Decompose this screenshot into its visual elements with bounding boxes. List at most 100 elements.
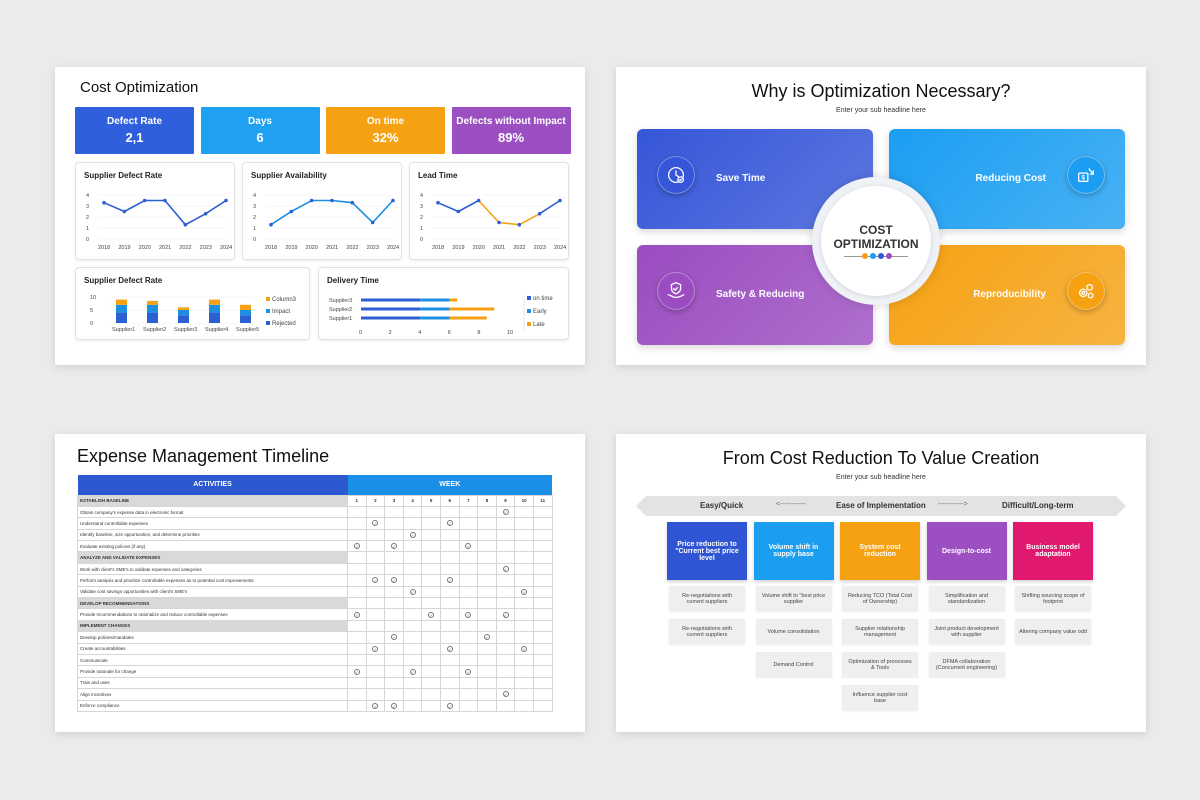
week-cell	[347, 562, 367, 576]
week-cell	[421, 517, 441, 530]
activity-row: Understand controllable expenses✓✓	[77, 517, 553, 530]
chart-title: Supplier Defect Rate	[84, 171, 163, 180]
activity-label: Enforce compliance	[77, 699, 348, 712]
week-cell	[514, 540, 534, 553]
strategy-item: Altering company value odd	[1015, 619, 1091, 644]
x-tick: 2021	[493, 245, 505, 251]
x-tick: 2022	[513, 245, 525, 251]
panel-label: Reproducibility	[973, 289, 1046, 300]
x-tick: Supplier2	[143, 327, 166, 333]
week-cell	[532, 608, 553, 621]
check-icon: ✓	[483, 634, 490, 641]
y-tick: 5	[90, 308, 93, 314]
data-point	[309, 198, 314, 203]
x-tick: Supplier1	[112, 327, 135, 333]
week-cell	[458, 642, 479, 655]
week-cell: ✓	[402, 528, 423, 542]
week-cell	[495, 551, 516, 564]
week-cell	[402, 505, 423, 519]
week-cell	[439, 505, 460, 519]
y-tick: 10	[90, 295, 96, 301]
gears-icon	[1067, 272, 1105, 310]
bar-segment	[116, 299, 127, 305]
week-number: 6	[439, 494, 460, 507]
section-row: DEVELOP RECOMMENDATIONS	[77, 596, 553, 610]
week-cell	[347, 551, 367, 564]
week-cell: ✓	[458, 608, 479, 621]
y-tick: 1	[420, 226, 423, 232]
bar-segment	[420, 316, 450, 320]
week-cell	[495, 631, 516, 644]
week-cell	[439, 551, 460, 564]
activity-label: Obtain company's expense data in electro…	[77, 505, 348, 519]
chart-title: Supplier Defect Rate	[84, 276, 163, 285]
strategy-item: Re-negotiations with current suppliers	[669, 586, 745, 611]
x-tick: 2024	[554, 245, 566, 251]
x-tick: 2020	[473, 245, 485, 251]
activities-header: ACTIVITIES	[77, 475, 348, 495]
check-icon: ✓	[409, 588, 416, 595]
week-number: 2	[365, 494, 386, 507]
week-cell	[495, 699, 516, 712]
week-cell	[384, 653, 404, 667]
week-cell	[532, 676, 553, 690]
week-cell	[384, 551, 404, 564]
data-point	[163, 198, 167, 203]
data-point	[436, 200, 440, 205]
slide-why-optimization[interactable]: Why is Optimization Necessary? Enter you…	[616, 67, 1146, 365]
legend-swatch	[266, 297, 270, 301]
week-cell	[402, 688, 423, 701]
week-cell	[495, 517, 516, 530]
week-cell	[365, 540, 386, 553]
arrow-right-dashes: ----------->	[938, 501, 968, 508]
week-cell: ✓	[495, 608, 516, 621]
series-line	[498, 221, 520, 226]
check-icon: ✓	[409, 531, 416, 538]
x-tick: 2020	[306, 245, 318, 251]
week-cell	[495, 665, 516, 678]
activity-label: Train and uses	[77, 676, 348, 690]
week-number: 7	[458, 494, 479, 507]
activity-row: Develop policies/mandates✓✓	[77, 631, 553, 644]
strategy-item: Reducing TCO (Total Cost of Ownership)	[842, 586, 918, 611]
center-label-line1: COST	[859, 223, 893, 237]
x-tick: 10	[507, 330, 513, 336]
series-line	[518, 212, 541, 226]
arrow-mid-label: Ease of Implementation	[836, 501, 926, 510]
y-tick: 0	[420, 237, 423, 243]
x-tick: Supplier5	[236, 327, 259, 333]
week-cell	[439, 528, 460, 542]
week-cell	[384, 528, 404, 542]
bar-segment	[449, 316, 487, 320]
panel-save-time[interactable]: Save Time	[637, 129, 873, 229]
week-cell	[347, 505, 367, 519]
week-cell	[458, 596, 479, 610]
week-cell	[384, 619, 404, 633]
week-number: 4	[402, 494, 423, 507]
bar-segment	[116, 312, 127, 323]
week-cell	[365, 608, 386, 621]
week-cell	[532, 562, 553, 576]
strategy-item: Supplier relationship management	[842, 619, 918, 644]
data-point	[517, 222, 522, 227]
week-cell: ✓	[495, 505, 516, 519]
week-cell	[384, 517, 404, 530]
week-cell	[365, 585, 386, 599]
legend-label: Rejected	[272, 321, 296, 327]
week-number: 10	[514, 494, 534, 507]
week-cell	[439, 540, 460, 553]
slide-cost-to-value[interactable]: From Cost Reduction To Value Creation En…	[616, 434, 1146, 732]
week-cell	[439, 688, 460, 701]
series-line	[478, 199, 500, 224]
week-cell	[421, 574, 441, 587]
week-cell: ✓	[477, 631, 497, 644]
x-tick: 0	[359, 330, 362, 336]
data-point	[224, 198, 228, 203]
legend-label: Column3	[272, 297, 297, 303]
week-cell	[347, 631, 367, 644]
